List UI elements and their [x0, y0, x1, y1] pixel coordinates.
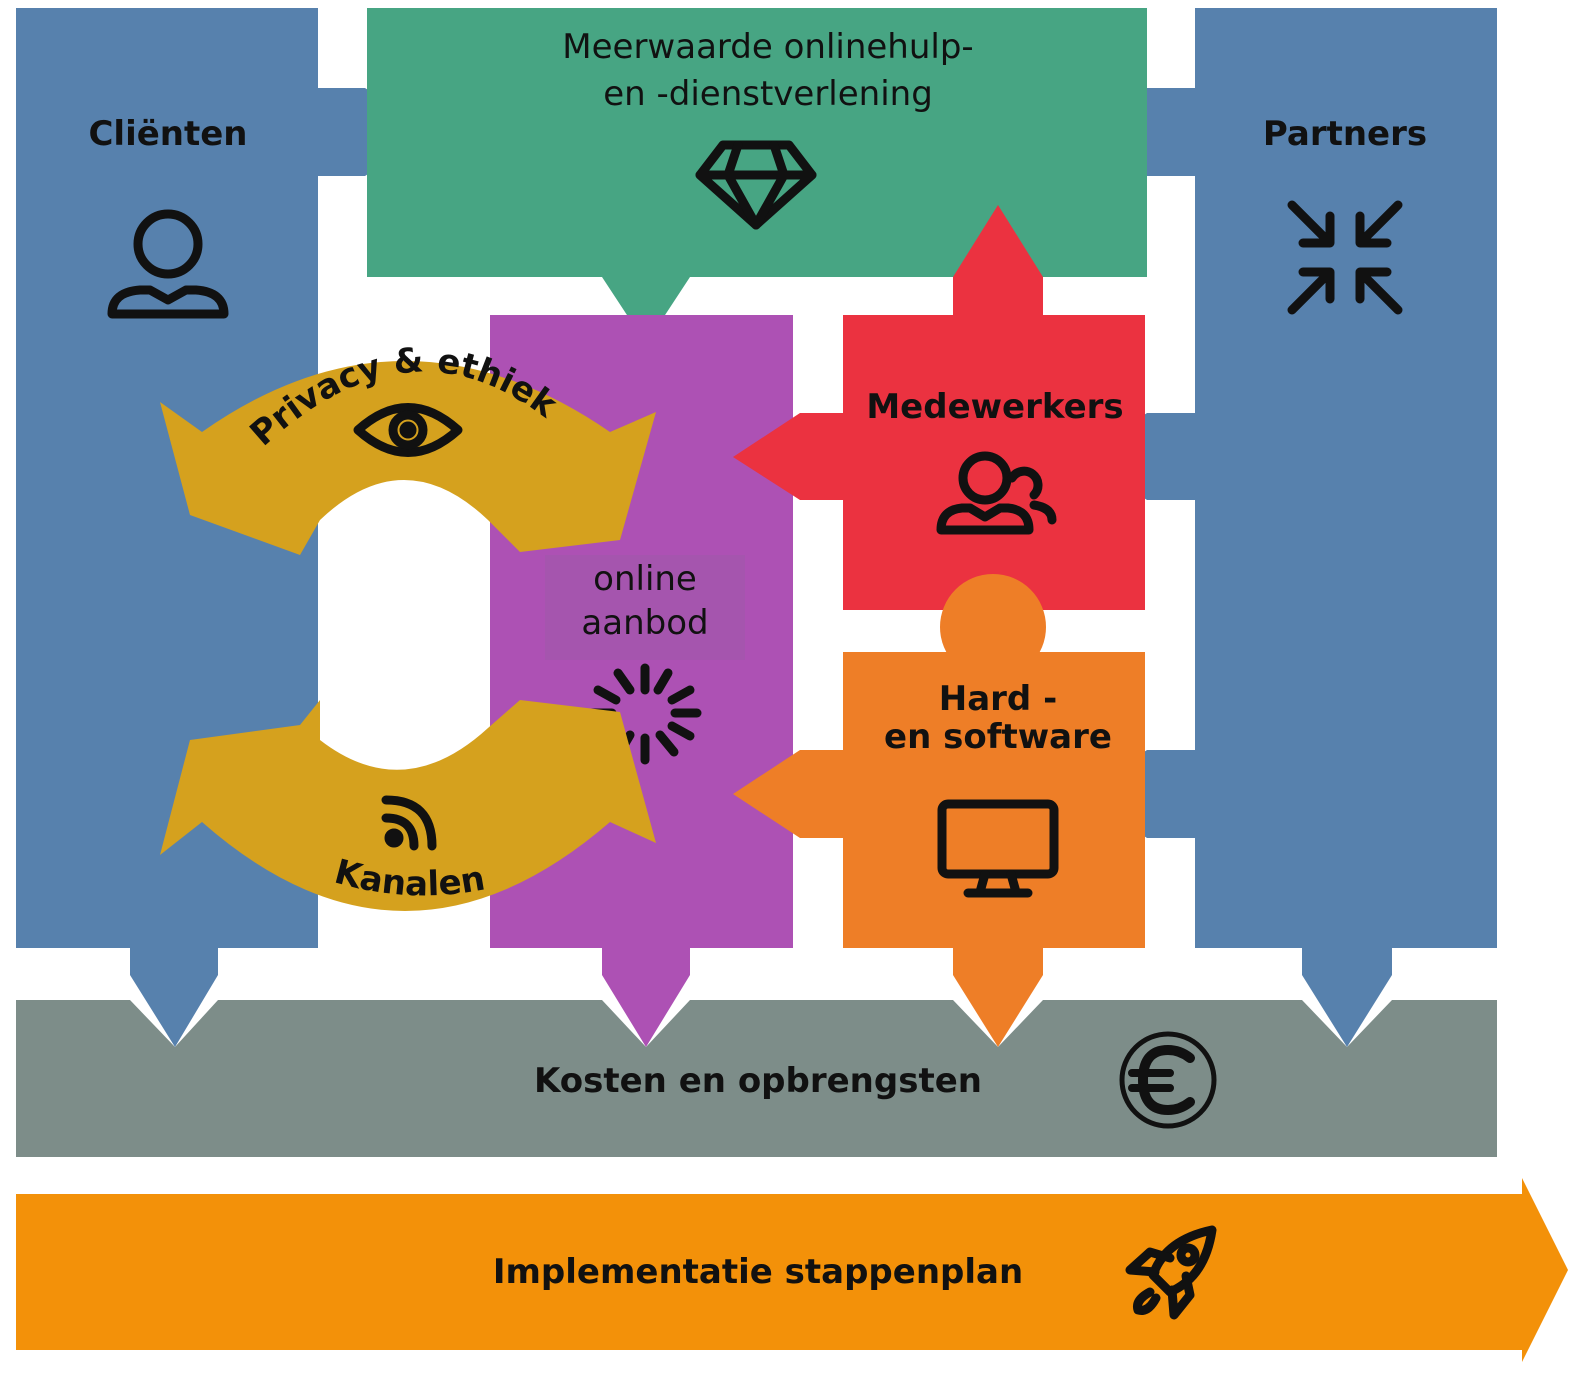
implementatie-label: Implementatie stappenplan: [493, 1252, 1023, 1292]
rocket-icon: [1125, 1225, 1217, 1320]
diamond-icon: [695, 140, 817, 230]
aanbod-line1: online: [593, 559, 697, 599]
implementatie-bar: Implementatie stappenplan: [16, 1178, 1568, 1362]
compress-arrows-icon: [1287, 200, 1403, 315]
partners-block: Partners: [1080, 8, 1497, 1047]
aanbod-line2: aanbod: [581, 603, 708, 643]
hardsoftware-block: Hard - en software: [733, 574, 1145, 1047]
medewerkers-block: Medewerkers: [733, 205, 1145, 610]
hardsoftware-line2: en software: [884, 717, 1112, 757]
euro-coin-icon: [1119, 1031, 1217, 1129]
hardsoftware-line1: Hard -: [939, 679, 1057, 719]
meerwaarde-line1: Meerwaarde onlinehulp-: [562, 27, 973, 67]
eye-icon: [353, 403, 463, 457]
kosten-bar: Kosten en opbrengsten: [16, 1000, 1497, 1157]
kosten-label: Kosten en opbrengsten: [534, 1061, 982, 1101]
meerwaarde-block: Meerwaarde onlinehulp- en -dienstverleni…: [367, 8, 1147, 344]
monitor-icon: [937, 799, 1059, 898]
medewerkers-label: Medewerkers: [866, 387, 1123, 427]
kanalen-arc: Kanalen: [160, 700, 656, 911]
partners-label: Partners: [1263, 114, 1427, 154]
person-icon: [107, 209, 229, 319]
meerwaarde-line2: en -dienstverlening: [603, 74, 933, 114]
clienten-label: Cliënten: [88, 114, 247, 154]
users-icon: [936, 451, 1057, 535]
rss-feed-icon: [381, 795, 437, 851]
